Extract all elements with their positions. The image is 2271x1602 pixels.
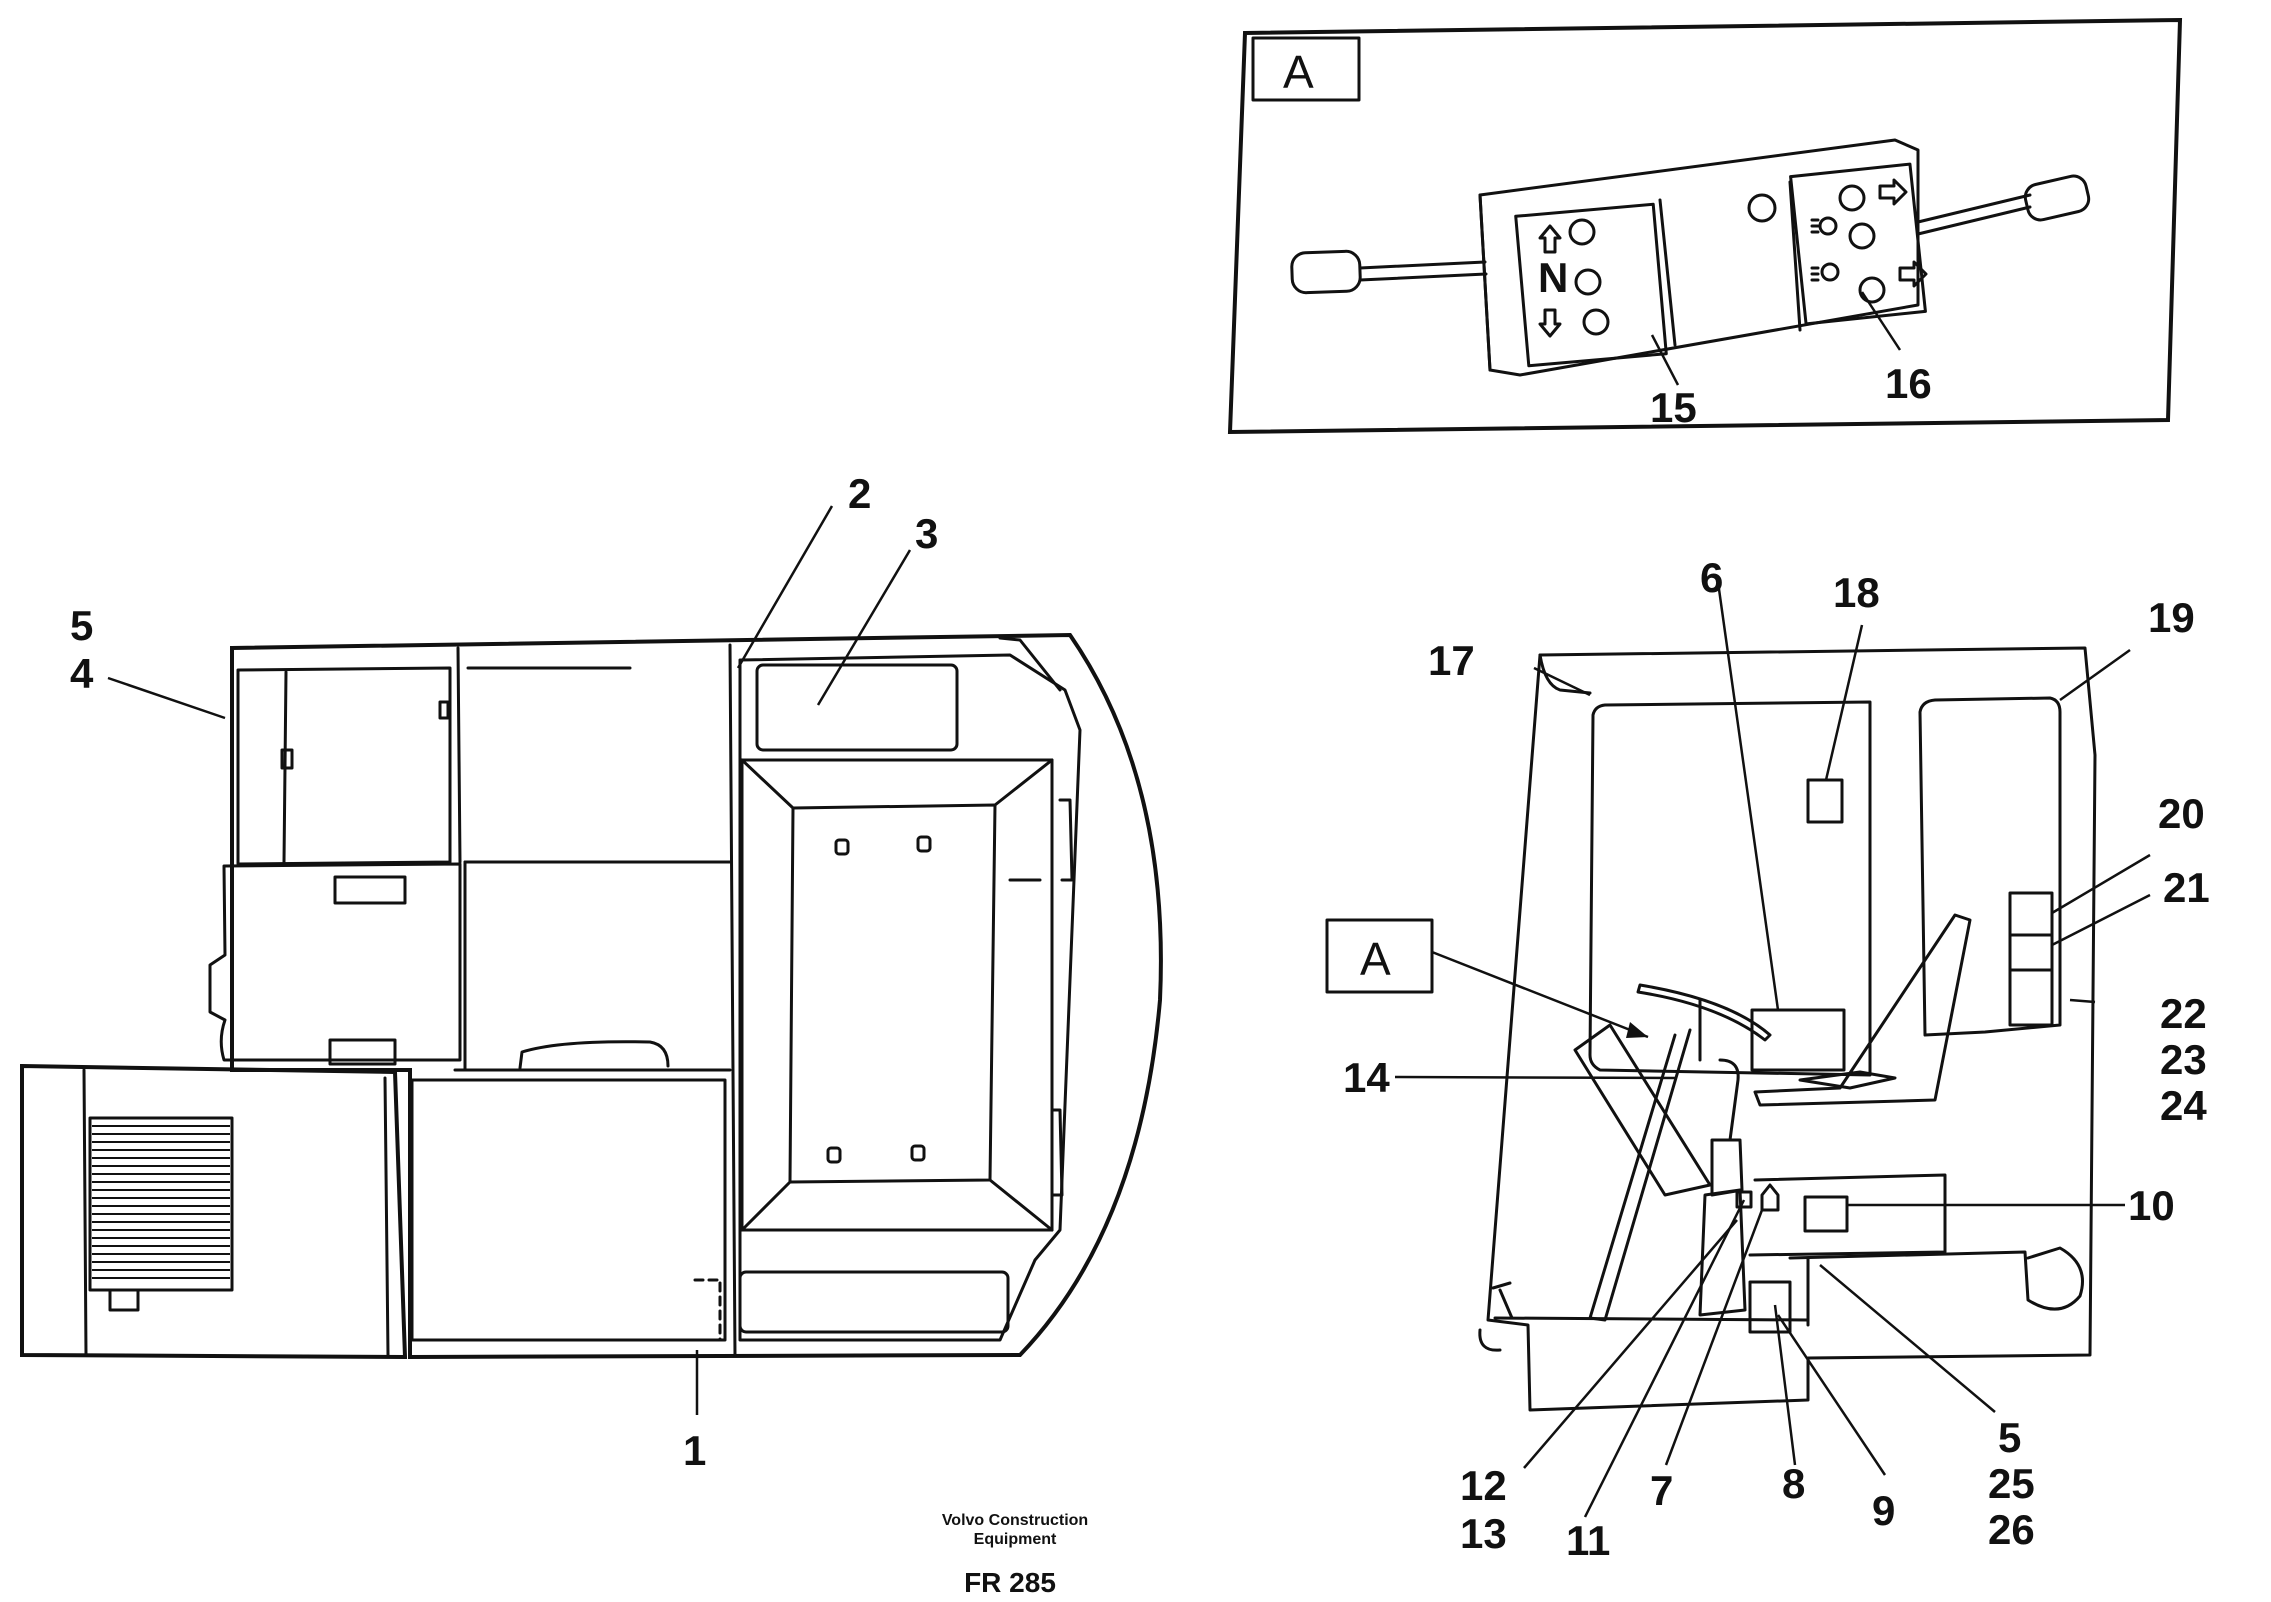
label-25: 25 [1988,1460,2035,1507]
label-8: 8 [1782,1460,1805,1507]
label-10: 10 [2128,1182,2175,1229]
label-22: 22 [2160,990,2207,1037]
company-name-line2: Equipment [974,1531,1057,1548]
label-18: 18 [1833,569,1880,616]
label-14: 14 [1343,1054,1390,1101]
label-13: 13 [1460,1510,1507,1557]
label-17: 17 [1428,637,1475,684]
label-3: 3 [915,510,938,557]
label-15: 15 [1650,384,1697,431]
drawing-code: FR 285 [964,1567,1056,1598]
detail-a-letter: A [1283,46,1314,98]
label-9: 9 [1872,1487,1895,1534]
cab-interior-view [1478,646,2097,1412]
label-2: 2 [848,470,871,517]
combination-switch: N [1290,138,2091,377]
label-11: 11 [1566,1517,1610,1564]
label-21: 21 [2163,864,2210,911]
filter-grille [88,1116,234,1292]
detail-a-panel: A N [1227,17,2183,435]
label-23: 23 [2160,1036,2207,1083]
company-name-line1: Volvo Construction [942,1512,1088,1529]
callout-box-a-letter: A [1360,933,1391,985]
label-19: 19 [2148,594,2195,641]
callout-box-a [1325,918,1434,994]
footer-block: Volvo Construction Equipment FR 285 [942,1512,1088,1598]
label-20: 20 [2158,790,2205,837]
label-5-left: 5 [70,602,93,649]
label-5-right: 5 [1998,1414,2021,1461]
label-16: 16 [1885,360,1932,407]
label-7: 7 [1650,1467,1673,1514]
label-26: 26 [1988,1506,2035,1553]
neutral-symbol: N [1538,254,1568,301]
label-4: 4 [70,650,94,697]
cab-top-view [20,632,1163,1360]
label-1: 1 [683,1427,706,1474]
label-24: 24 [2160,1082,2207,1129]
label-6: 6 [1700,554,1723,601]
label-12: 12 [1460,1462,1507,1509]
